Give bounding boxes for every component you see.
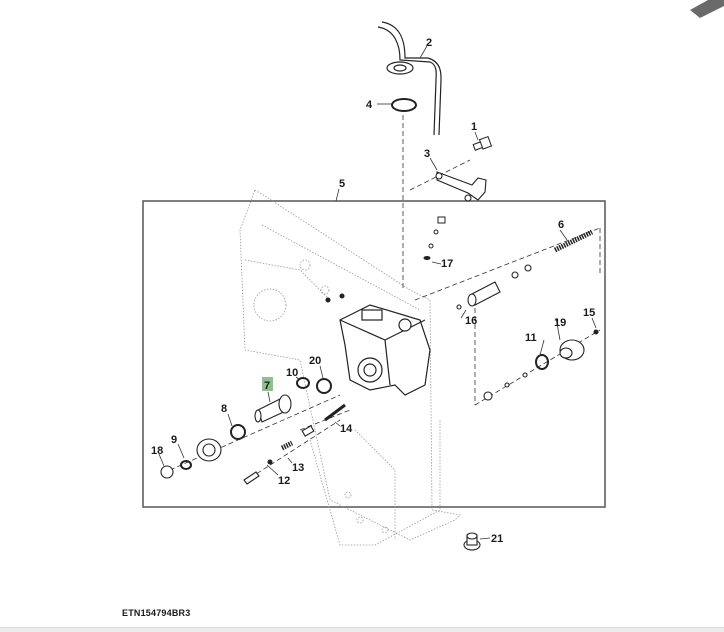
callout-15: 15 — [583, 307, 595, 319]
callout-17: 17 — [441, 258, 453, 270]
part-6-spring — [553, 229, 594, 253]
callout-19: 19 — [554, 317, 566, 329]
figure-id: ETN154794BR3 — [122, 608, 191, 618]
callout-7-highlight — [262, 377, 273, 391]
part-17-fittings — [423, 216, 446, 260]
part-1-bolt — [472, 135, 493, 151]
callout-18: 18 — [151, 445, 163, 457]
valve-body — [339, 304, 431, 396]
callout-3: 3 — [424, 148, 430, 160]
callout-10: 10 — [286, 367, 298, 379]
callout-2: 2 — [426, 37, 432, 49]
callout-7: 7 — [264, 380, 270, 392]
housing-outline — [239, 189, 461, 546]
part-3-bracket — [435, 171, 487, 202]
callout-6: 6 — [558, 219, 564, 231]
callout-9: 9 — [171, 434, 177, 446]
callout-20: 20 — [309, 355, 321, 367]
left-parts — [160, 293, 346, 485]
callout-4: 4 — [366, 99, 373, 111]
bottom-scrollbar[interactable] — [0, 627, 724, 632]
part-2-tube — [377, 21, 442, 136]
spool — [456, 264, 532, 310]
assembly-lines — [169, 115, 601, 479]
callouts: 1 2 3 4 5 6 7 8 9 10 11 12 13 14 15 16 1… — [151, 37, 595, 545]
plug-assembly — [483, 329, 599, 401]
callout-12: 12 — [278, 475, 290, 487]
callout-21: 21 — [491, 533, 503, 545]
callout-14: 14 — [340, 423, 353, 435]
callout-16: 16 — [465, 315, 477, 327]
callout-5: 5 — [339, 178, 345, 190]
part-4-o-ring — [391, 98, 417, 112]
assembly-frame — [142, 200, 606, 508]
leader-lines — [158, 45, 597, 540]
callout-13: 13 — [292, 462, 304, 474]
callout-1: 1 — [471, 121, 477, 133]
part-21-plug — [463, 532, 481, 551]
callout-8: 8 — [221, 403, 227, 415]
corner-arrow-icon[interactable] — [690, 0, 724, 18]
callout-11: 11 — [525, 332, 537, 344]
